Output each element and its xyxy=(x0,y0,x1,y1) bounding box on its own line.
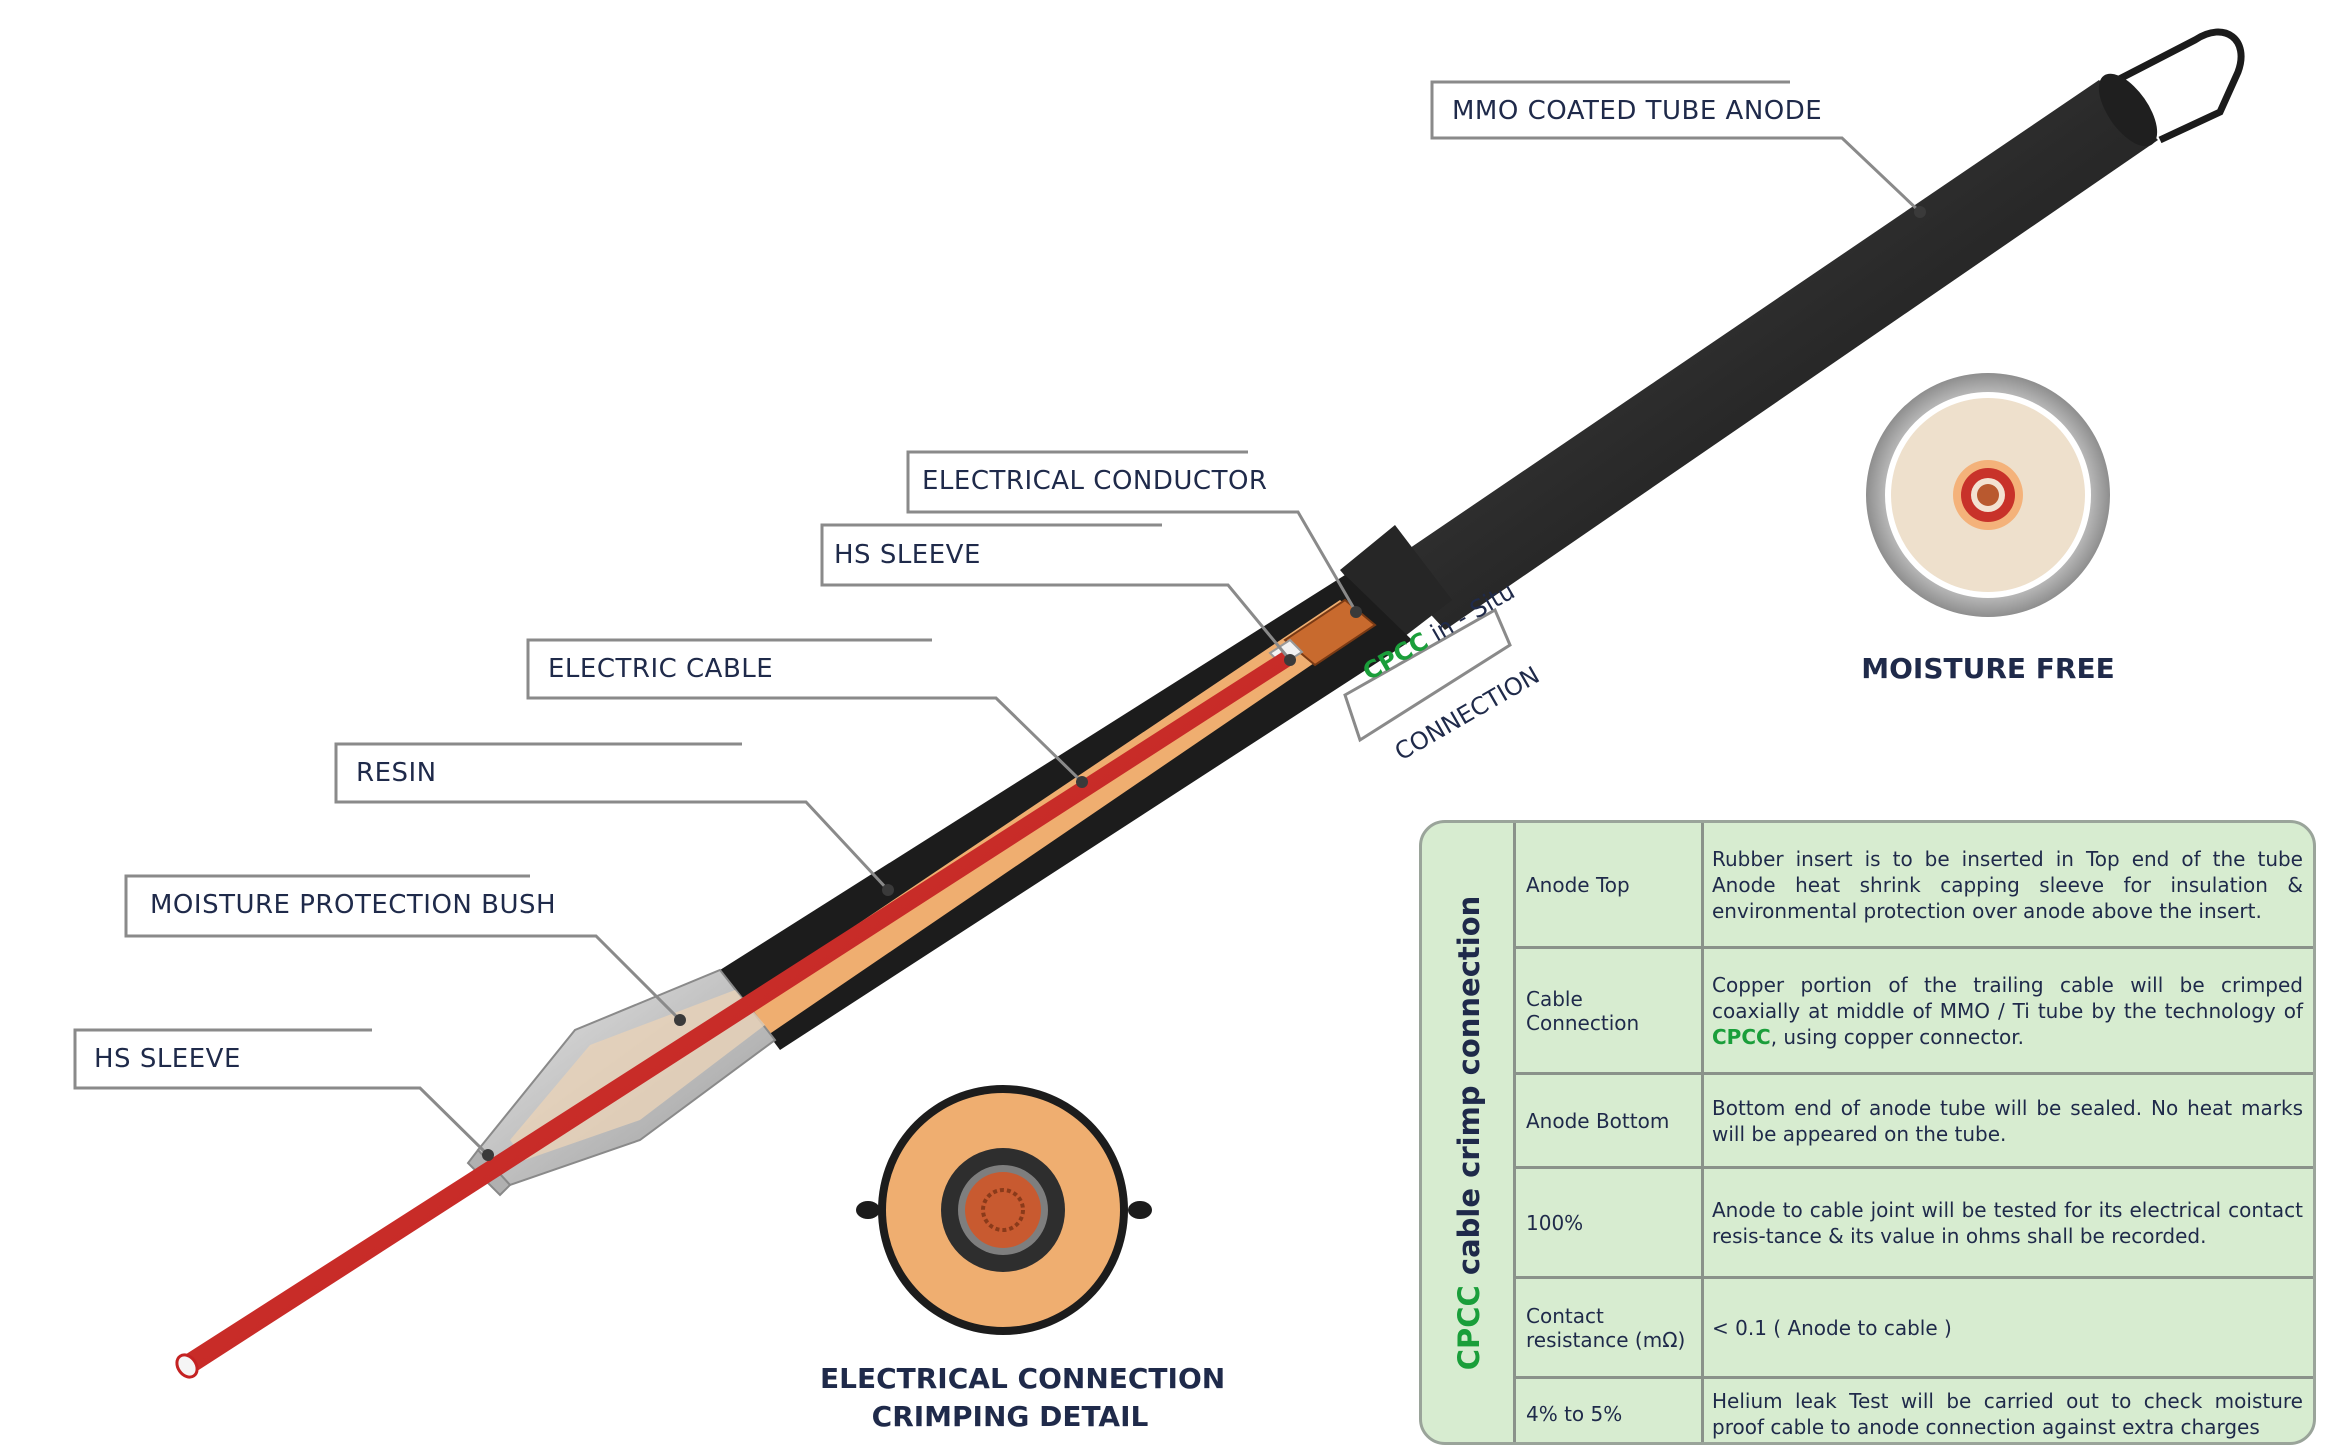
label-hs-sleeve-top: HS SLEEVE xyxy=(834,540,981,570)
table-row: 4% to 5% Helium leak Test will be carrie… xyxy=(1516,1379,2313,1442)
row-value: Bottom end of anode tube will be sealed.… xyxy=(1712,1095,2303,1146)
row-value-cpcc: CPCC xyxy=(1712,1024,1771,1049)
moisture-free-cross-section xyxy=(1866,373,2110,617)
cable-end xyxy=(175,1353,199,1379)
label-mmo-coated-tube-anode: MMO COATED TUBE ANODE xyxy=(1452,96,1823,126)
row-key: 100% xyxy=(1516,1169,1704,1276)
caption-moisture-free: MOISTURE FREE xyxy=(1861,652,2115,685)
cpcc-spec-table: CPCC cable crimp connection Anode Top Ru… xyxy=(1419,820,2316,1445)
table-row: Anode Bottom Bottom end of anode tube wi… xyxy=(1516,1075,2313,1169)
label-resin: RESIN xyxy=(356,758,437,788)
hanging-loop xyxy=(2096,28,2245,144)
row-key: Cable Connection xyxy=(1516,949,1704,1072)
row-key: Anode Top xyxy=(1516,823,1704,946)
callout-line-hs-top xyxy=(820,523,1292,661)
table-row: Anode Top Rubber insert is to be inserte… xyxy=(1516,823,2313,949)
row-value-post: , using copper connector. xyxy=(1770,1024,2025,1049)
label-electric-cable: ELECTRIC CABLE xyxy=(548,654,774,684)
callout-line-hs-bottom xyxy=(73,1028,490,1157)
row-value-pre: Copper portion of the trailing cable wil… xyxy=(1712,972,2303,1023)
cpcc-label-box xyxy=(1343,607,1512,743)
callout-line-mmo xyxy=(1430,80,1922,214)
row-value: < 0.1 ( Anode to cable ) xyxy=(1712,1315,1952,1340)
electric-cable xyxy=(180,652,1292,1373)
row-value: Helium leak Test will be carried out to … xyxy=(1712,1388,2303,1439)
label-moisture-protection-bush: MOISTURE PROTECTION BUSH xyxy=(150,890,557,920)
row-key: Anode Bottom xyxy=(1516,1075,1704,1166)
row-key: 4% to 5% xyxy=(1516,1379,1704,1442)
row-value: Copper portion of the trailing cable wil… xyxy=(1704,949,2313,1072)
anode-assembly xyxy=(175,28,2245,1379)
table-row: 100% Anode to cable joint will be tested… xyxy=(1516,1169,2313,1279)
label-hs-sleeve-bottom: HS SLEEVE xyxy=(94,1044,241,1074)
callout-line-cable xyxy=(526,638,1084,784)
table-row: Contact resistance (mΩ) < 0.1 ( Anode to… xyxy=(1516,1279,2313,1379)
spec-table-side-title: CPCC cable crimp connection xyxy=(1452,895,1486,1370)
side-title-rest: cable crimp connection xyxy=(1452,895,1486,1285)
callout-line-bush xyxy=(124,874,682,1022)
callout-line-conductor xyxy=(906,450,1358,613)
callout-line-resin xyxy=(334,742,890,892)
row-value: Anode to cable joint will be tested for … xyxy=(1712,1197,2303,1248)
callout-lines xyxy=(73,80,1922,1157)
tube-collar xyxy=(1340,525,1452,640)
crimping-detail-cross-section xyxy=(856,1085,1152,1335)
mmo-tube-body xyxy=(1385,80,2158,630)
table-row: Cable Connection Copper portion of the t… xyxy=(1516,949,2313,1075)
callout-dots xyxy=(482,206,1926,1161)
mmo-tube-cap xyxy=(2098,73,2158,147)
spec-table-side-header: CPCC cable crimp connection xyxy=(1422,823,1516,1442)
side-title-cpcc: CPCC xyxy=(1452,1284,1486,1370)
row-key: Contact resistance (mΩ) xyxy=(1516,1279,1704,1376)
caption-crimping-line2: CRIMPING DETAIL xyxy=(871,1400,1149,1433)
caption-crimping-line1: ELECTRICAL CONNECTION xyxy=(820,1362,1226,1395)
row-value: Rubber insert is to be inserted in Top e… xyxy=(1712,846,2303,923)
label-electrical-conductor: ELECTRICAL CONDUCTOR xyxy=(922,466,1268,496)
